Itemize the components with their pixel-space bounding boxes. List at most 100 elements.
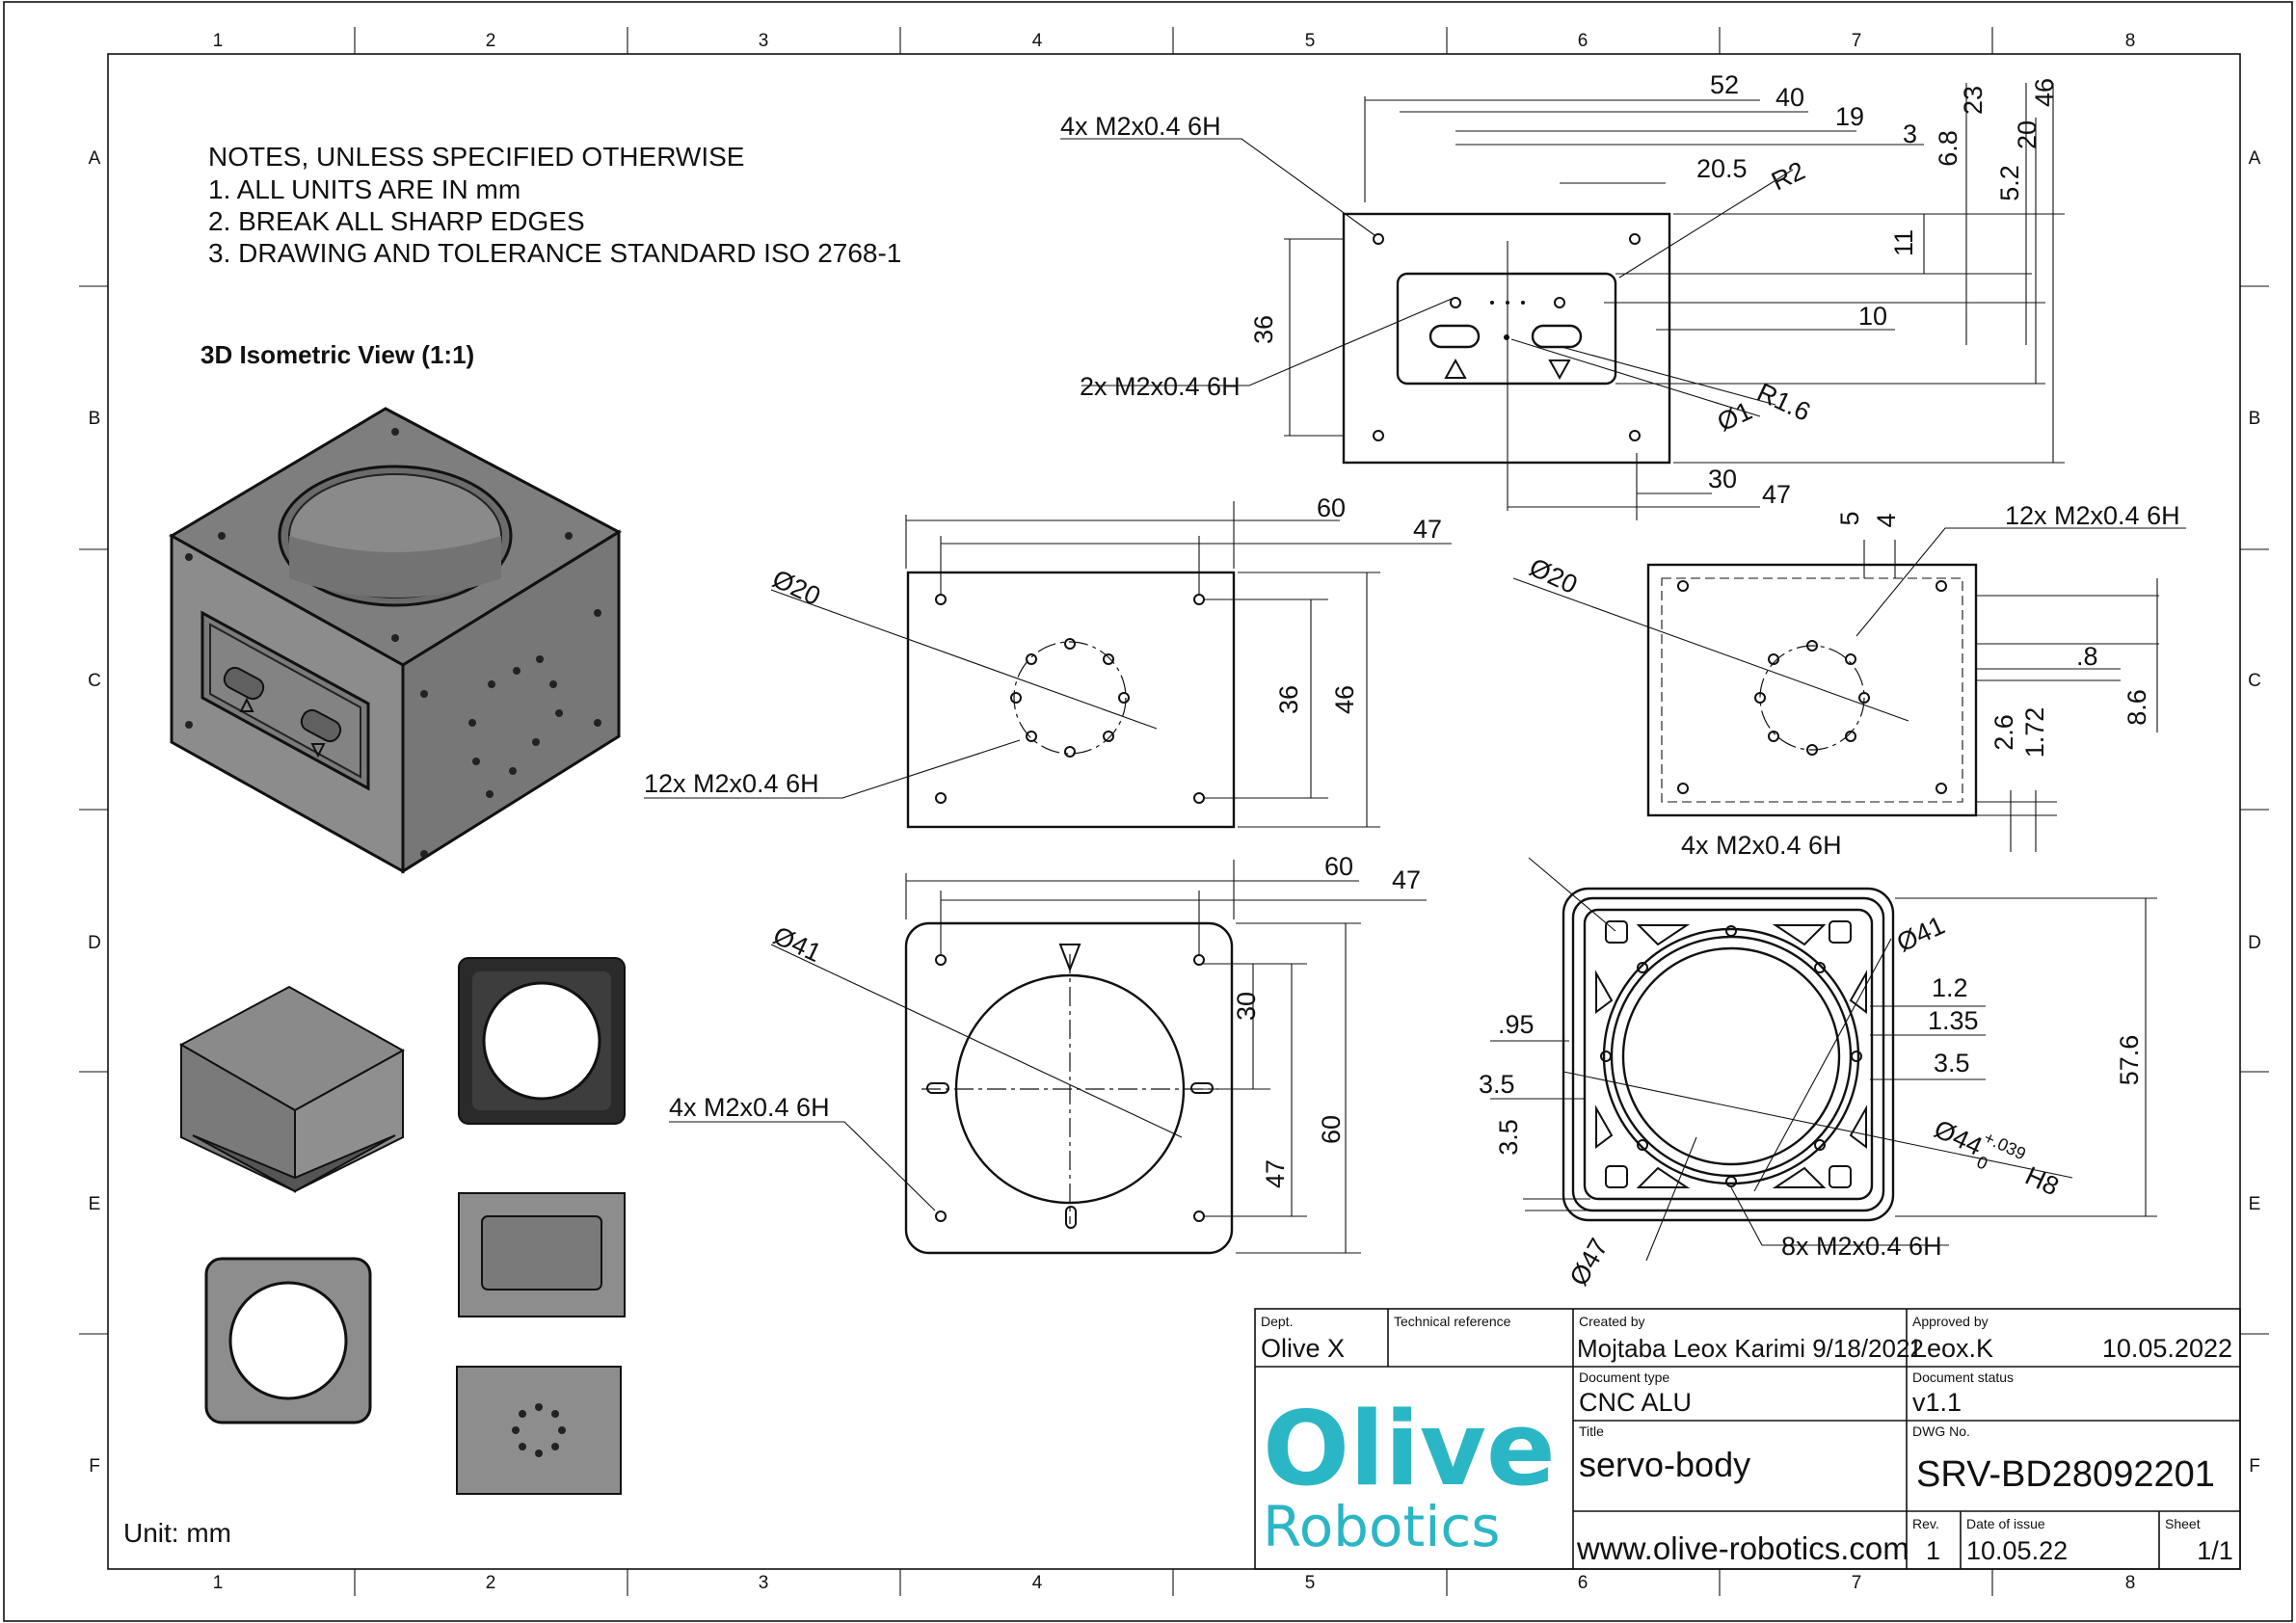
note-item: 2. BREAK ALL SHARP EDGES <box>208 206 585 236</box>
dim-label: 46 <box>2030 78 2059 107</box>
callout: 4x M2x0.4 6H <box>1681 831 1842 860</box>
dim-label: 5.2 <box>1995 165 2024 201</box>
inner-border <box>107 53 2241 1570</box>
dim-label: 46 <box>1330 685 1359 714</box>
notes: NOTES, UNLESS SPECIFIED OTHERWISE 1. ALL… <box>208 142 901 268</box>
olive-robotics-logo: Olive Robotics <box>1263 1390 1556 1559</box>
iso-view-label: 3D Isometric View (1:1) <box>200 340 474 369</box>
col-label: 7 <box>1852 1573 1862 1593</box>
title-block: Dept. Olive X Technical reference Create… <box>1254 1308 2241 1570</box>
dim-label: .95 <box>1498 1010 1535 1039</box>
outer-border <box>3 1 2293 1622</box>
callout: 4x M2x0.4 6H <box>1060 112 1221 141</box>
dim-label: 30 <box>1232 992 1261 1021</box>
col-label: 1 <box>213 31 224 51</box>
dim-label: 36 <box>1249 315 1278 344</box>
dim-label: 47 <box>1762 480 1791 509</box>
dept-value: Olive X <box>1261 1334 1345 1363</box>
dim-label: 47 <box>1261 1159 1290 1188</box>
logo-word: Olive <box>1263 1390 1556 1508</box>
dim-label: 6.8 <box>1934 130 1962 167</box>
dim-label: 52 <box>1710 70 1739 99</box>
techref-label: Technical reference <box>1394 1314 1511 1329</box>
dim-label: 30 <box>1708 465 1737 493</box>
callout: 12x M2x0.4 6H <box>644 769 819 798</box>
col-label: 2 <box>486 1573 496 1593</box>
row-label: B <box>89 409 101 429</box>
col-label: 1 <box>213 1573 224 1593</box>
col-label: 3 <box>759 31 769 51</box>
bottom-view: 60 47 Ø41 30 60 47 4x M2x0.4 6H <box>669 852 1427 1255</box>
row-label: E <box>2249 1194 2261 1214</box>
col-label: 2 <box>486 31 496 51</box>
col-label: 5 <box>1305 31 1316 51</box>
issue-label: Date of issue <box>1966 1516 2045 1531</box>
dim-label: 3 <box>1903 120 1917 148</box>
side-view: Ø20 5 4 .8 8.6 2.6 1.72 12x M2x0.4 6H <box>1512 501 2186 852</box>
dim-label: 20.5 <box>1696 154 1748 183</box>
dwg-label: DWG No. <box>1912 1423 1970 1439</box>
row-label: A <box>89 148 101 169</box>
dim-label: 60 <box>1317 1115 1346 1144</box>
dim-label: 4 <box>1872 513 1901 527</box>
col-label: 8 <box>2125 1573 2136 1593</box>
row-label: A <box>2249 148 2261 169</box>
dim-label: 1.2 <box>1932 973 1968 1002</box>
front-view: 60 47 Ø20 36 46 12x M2x0.4 6H <box>644 493 1452 829</box>
dim-label: 19 <box>1835 102 1864 131</box>
approved-date: 10.05.2022 <box>2102 1334 2232 1363</box>
top-view: 52 40 19 3 20.5 R2 23 6.8 20 5.2 46 11 3… <box>1060 70 2065 520</box>
dim-label: 5 <box>1835 511 1864 525</box>
iso-small-views <box>178 957 626 1495</box>
rev-label: Rev. <box>1912 1516 1939 1531</box>
website: www.olive-robotics.com <box>1576 1530 1909 1566</box>
callout: 8x M2x0.4 6H <box>1781 1232 1942 1261</box>
dim-label: 60 <box>1317 493 1346 522</box>
dim-label: 57.6 <box>2115 1035 2144 1086</box>
dim-label: 36 <box>1274 685 1303 714</box>
sheet-value: 1/1 <box>2197 1536 2233 1565</box>
issue-value: 10.05.22 <box>1966 1536 2068 1565</box>
col-label: 6 <box>1578 1573 1589 1593</box>
dim-label: 10 <box>1858 302 1887 331</box>
col-label: 6 <box>1578 31 1589 51</box>
dim-label: 47 <box>1413 515 1442 544</box>
grid-ticks <box>79 27 2269 1596</box>
col-label: 5 <box>1305 1573 1316 1593</box>
docstatus-value: v1.1 <box>1912 1388 1962 1417</box>
dim-label: 3.5 <box>1934 1049 1970 1078</box>
doctype-value: CNC ALU <box>1579 1388 1692 1417</box>
title-label: Title <box>1579 1423 1604 1439</box>
row-label: E <box>89 1194 101 1214</box>
title-value: servo-body <box>1579 1445 1750 1484</box>
row-label: C <box>88 671 101 691</box>
dim-label: 40 <box>1775 83 1804 112</box>
note-item: 3. DRAWING AND TOLERANCE STANDARD ISO 27… <box>208 238 901 268</box>
grid-labels: 1 2 3 4 5 6 7 8 1 2 3 4 5 6 7 8 A B C D … <box>88 31 2261 1593</box>
dim-label: 20 <box>2013 120 2042 149</box>
unit-label: Unit: mm <box>123 1518 231 1548</box>
dim-label: 8.6 <box>2122 689 2151 726</box>
col-label: 4 <box>1032 1573 1043 1593</box>
dim-label: 60 <box>1324 852 1353 881</box>
callout: 12x M2x0.4 6H <box>2005 501 2180 530</box>
doctype-label: Document type <box>1579 1370 1669 1385</box>
dim-label: 1.72 <box>2020 707 2049 758</box>
dept-label: Dept. <box>1261 1314 1293 1329</box>
note-item: 1. ALL UNITS ARE IN mm <box>208 174 521 204</box>
dim-label: 47 <box>1392 865 1421 894</box>
dwg-value: SRV-BD28092201 <box>1916 1454 2215 1495</box>
row-label: B <box>2249 409 2261 429</box>
created-value: Mojtaba Leox Karimi 9/18/2022 <box>1577 1334 1924 1363</box>
row-label: F <box>89 1456 100 1477</box>
notes-title: NOTES, UNLESS SPECIFIED OTHERWISE <box>208 142 744 172</box>
row-label: D <box>88 933 101 953</box>
col-label: 4 <box>1032 31 1043 51</box>
dim-label: 23 <box>1959 86 1988 115</box>
rev-value: 1 <box>1926 1536 1940 1565</box>
flange-view: 4x M2x0.4 6H 8x M2x0.4 6H Ø41 1.2 1.35 .… <box>1479 831 2157 1290</box>
dim-label: 1.35 <box>1928 1006 1979 1035</box>
row-label: C <box>2248 671 2261 691</box>
iso-main-view <box>168 407 623 874</box>
